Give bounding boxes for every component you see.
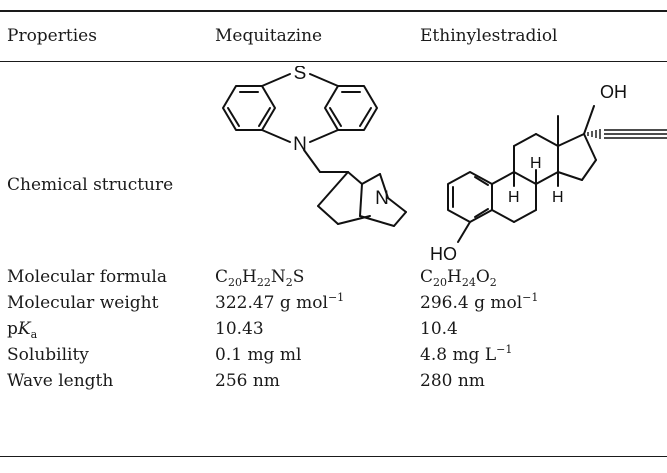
row-label-wave-length: Wave length [7, 371, 114, 391]
ethinylestradiol-h-14: H [552, 189, 564, 206]
row-label-solubility: Solubility [7, 345, 89, 365]
mequitazine-sulfur-atom: S [294, 66, 307, 84]
ethinylestradiol-h-8: H [530, 155, 542, 172]
row-label-molecular-weight: Molecular weight [7, 293, 159, 313]
mequitazine-wave-length: 256 nm [215, 371, 280, 391]
mequitazine-structure: S N N [222, 66, 407, 227]
ethinylestradiol-molecular-weight: 296.4 g mol−1 [420, 291, 539, 313]
mequitazine-ring-nitrogen-atom: N [293, 134, 307, 155]
mequitazine-pka: 10.43 [215, 319, 264, 339]
mequitazine-cage-nitrogen-atom: N [375, 188, 389, 209]
header-mequitazine: Mequitazine [215, 26, 323, 46]
top-rule [0, 10, 667, 12]
mequitazine-molecular-formula: C20H22N2S [215, 267, 305, 289]
ethinylestradiol-pka: 10.4 [420, 319, 458, 339]
ethinylestradiol-h-9: H [508, 189, 520, 206]
ethinylestradiol-solubility: 4.8 mg L−1 [420, 343, 513, 365]
row-label-molecular-formula: Molecular formula [7, 267, 168, 287]
header-rule [0, 61, 667, 62]
mequitazine-molecular-weight: 322.47 g mol−1 [215, 291, 345, 313]
bottom-rule [0, 456, 667, 457]
ethinylestradiol-molecular-formula: C20H24O2 [420, 267, 497, 289]
row-label-pka: pKa [7, 319, 38, 341]
ethinylestradiol-hydroxyl-left: HO [430, 244, 457, 264]
mequitazine-solubility: 0.1 mg ml [215, 345, 302, 365]
header-properties: Properties [7, 26, 97, 46]
ethinylestradiol-hydroxyl-top: OH [600, 82, 627, 102]
ethinylestradiol-structure: OH HO H H H [430, 82, 667, 264]
header-ethinylestradiol: Ethinylestradiol [420, 26, 558, 46]
chemical-structure-label: Chemical structure [7, 175, 174, 195]
ethinylestradiol-wave-length: 280 nm [420, 371, 485, 391]
